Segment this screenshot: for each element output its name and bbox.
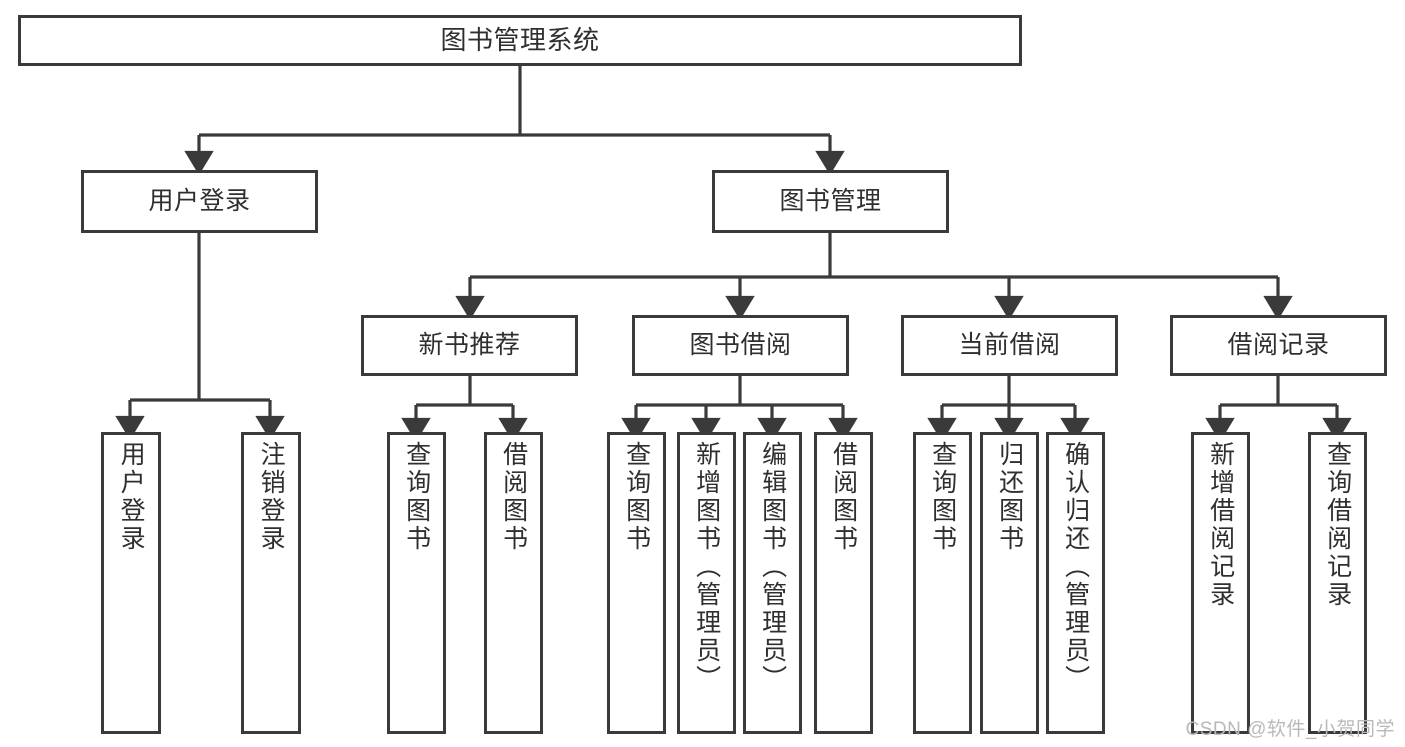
node-leaf-return-book-label: 归还图书: [995, 441, 1024, 553]
node-leaf-add-record[interactable]: 新增借阅记录: [1191, 432, 1250, 734]
node-leaf-borrow-book-2[interactable]: 借阅图书: [814, 432, 873, 734]
node-leaf-query-book-2-label: 查询图书: [622, 441, 651, 553]
node-leaf-query-book-3[interactable]: 查询图书: [913, 432, 972, 734]
node-leaf-borrow-book-1-label: 借阅图书: [499, 441, 528, 553]
node-leaf-logout-login-label: 注销登录: [257, 441, 286, 553]
node-leaf-query-record[interactable]: 查询借阅记录: [1308, 432, 1367, 734]
node-leaf-return-book[interactable]: 归还图书: [980, 432, 1039, 734]
node-root-label: 图书管理系统: [440, 25, 600, 56]
node-new-book-recommend-label: 新书推荐: [418, 330, 521, 359]
node-leaf-add-book[interactable]: 新增图书（管理员）: [677, 432, 736, 734]
node-borrow-record[interactable]: 借阅记录: [1170, 315, 1387, 376]
node-book-manage-label: 图书管理: [779, 186, 882, 215]
node-leaf-user-login[interactable]: 用户登录: [101, 432, 161, 734]
node-leaf-confirm-return-label: 确认归还（管理员）: [1061, 441, 1090, 693]
node-root[interactable]: 图书管理系统: [18, 15, 1022, 66]
node-leaf-add-book-label: 新增图书（管理员）: [692, 441, 721, 693]
node-book-manage[interactable]: 图书管理: [712, 170, 949, 233]
node-leaf-query-record-label: 查询借阅记录: [1323, 441, 1352, 609]
node-leaf-borrow-book-2-label: 借阅图书: [829, 441, 858, 553]
node-leaf-query-book-1[interactable]: 查询图书: [387, 432, 446, 734]
node-leaf-query-book-2[interactable]: 查询图书: [607, 432, 666, 734]
node-leaf-logout-login[interactable]: 注销登录: [241, 432, 301, 734]
node-leaf-user-login-label: 用户登录: [117, 441, 146, 553]
node-leaf-confirm-return[interactable]: 确认归还（管理员）: [1046, 432, 1105, 734]
node-leaf-borrow-book-1[interactable]: 借阅图书: [484, 432, 543, 734]
node-user-login[interactable]: 用户登录: [81, 170, 318, 233]
node-leaf-edit-book-label: 编辑图书（管理员）: [758, 441, 787, 693]
node-current-borrow[interactable]: 当前借阅: [901, 315, 1118, 376]
watermark-text: CSDN @软件_小贺同学: [1185, 719, 1395, 740]
node-book-borrow-label: 图书借阅: [689, 330, 792, 359]
node-leaf-query-book-1-label: 查询图书: [402, 441, 431, 553]
node-new-book-recommend[interactable]: 新书推荐: [361, 315, 578, 376]
node-leaf-query-book-3-label: 查询图书: [928, 441, 957, 553]
node-leaf-edit-book[interactable]: 编辑图书（管理员）: [743, 432, 802, 734]
node-book-borrow[interactable]: 图书借阅: [632, 315, 849, 376]
node-current-borrow-label: 当前借阅: [958, 330, 1061, 359]
node-borrow-record-label: 借阅记录: [1227, 330, 1330, 359]
node-leaf-add-record-label: 新增借阅记录: [1206, 441, 1235, 609]
node-user-login-label: 用户登录: [148, 186, 251, 215]
